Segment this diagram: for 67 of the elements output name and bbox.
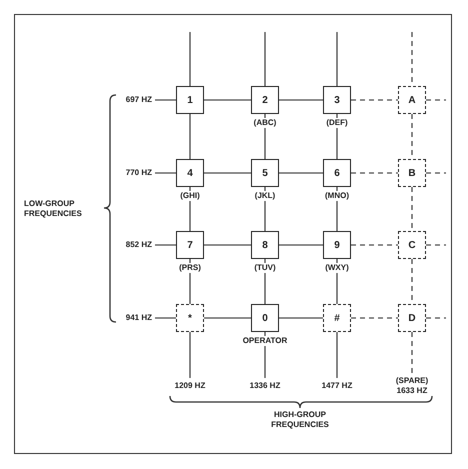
connector-line <box>411 187 413 231</box>
key-box: # <box>323 304 351 332</box>
key-box: 6 <box>323 159 351 187</box>
frequency-label: 852 HZ <box>124 240 152 250</box>
connector-line <box>426 172 446 174</box>
connector-line <box>155 172 176 174</box>
connector-line <box>204 244 251 246</box>
key-box: 4 <box>176 159 204 187</box>
connector-line <box>264 187 266 231</box>
connector-line <box>189 32 191 86</box>
connector-line <box>189 114 191 159</box>
key-caption: (ABC) <box>252 118 278 128</box>
frequency-label: (SPARE) 1633 HZ <box>394 376 430 396</box>
key-caption: (PRS) <box>178 263 202 273</box>
connector-line <box>351 244 398 246</box>
connector-line <box>204 317 251 319</box>
connector-line <box>351 317 398 319</box>
key-box: 5 <box>251 159 279 187</box>
connector-line <box>279 317 323 319</box>
key-caption: (DEF) <box>325 118 349 128</box>
key-box: 2 <box>251 86 279 114</box>
connector-line <box>264 32 266 86</box>
connector-line <box>351 172 398 174</box>
key-caption: OPERATOR <box>242 336 288 346</box>
connector-line <box>155 317 176 319</box>
connector-line <box>426 244 446 246</box>
frequency-label: 697 HZ <box>124 95 152 105</box>
frequency-label: 1477 HZ <box>320 381 354 391</box>
key-caption: (TUV) <box>253 263 277 273</box>
key-box: 1 <box>176 86 204 114</box>
frequency-label: 1336 HZ <box>248 381 282 391</box>
connector-line <box>411 332 413 373</box>
frequency-label: 770 HZ <box>124 168 152 178</box>
key-caption: (WXY) <box>324 263 350 273</box>
frequency-label: 1209 HZ <box>174 381 206 391</box>
key-box: 0 <box>251 304 279 332</box>
connector-line <box>155 244 176 246</box>
key-box: D <box>398 304 426 332</box>
key-box: * <box>176 304 204 332</box>
connector-line <box>264 259 266 304</box>
connector-line <box>189 259 191 304</box>
connector-line <box>336 32 338 86</box>
group-label: LOW-GROUP FREQUENCIES <box>24 199 83 219</box>
key-box: A <box>398 86 426 114</box>
key-caption: (JKL) <box>254 191 276 201</box>
key-box: 7 <box>176 231 204 259</box>
connector-line <box>426 317 446 319</box>
connector-line <box>204 99 251 101</box>
connector-line <box>279 99 323 101</box>
key-box: C <box>398 231 426 259</box>
connector-line <box>336 332 338 378</box>
key-box: 8 <box>251 231 279 259</box>
key-caption: (GHI) <box>179 191 201 201</box>
group-label: HIGH-GROUP FREQUENCIES <box>270 410 330 430</box>
connector-line <box>204 172 251 174</box>
connector-line <box>279 244 323 246</box>
frequency-label: 941 HZ <box>124 313 152 323</box>
connector-line <box>351 99 398 101</box>
connector-line <box>336 114 338 159</box>
connector-line <box>155 99 176 101</box>
connector-line <box>189 332 191 378</box>
connector-line <box>279 172 323 174</box>
key-box: 3 <box>323 86 351 114</box>
connector-line <box>426 99 446 101</box>
key-box: 9 <box>323 231 351 259</box>
key-caption: (MNO) <box>324 191 350 201</box>
key-box: B <box>398 159 426 187</box>
